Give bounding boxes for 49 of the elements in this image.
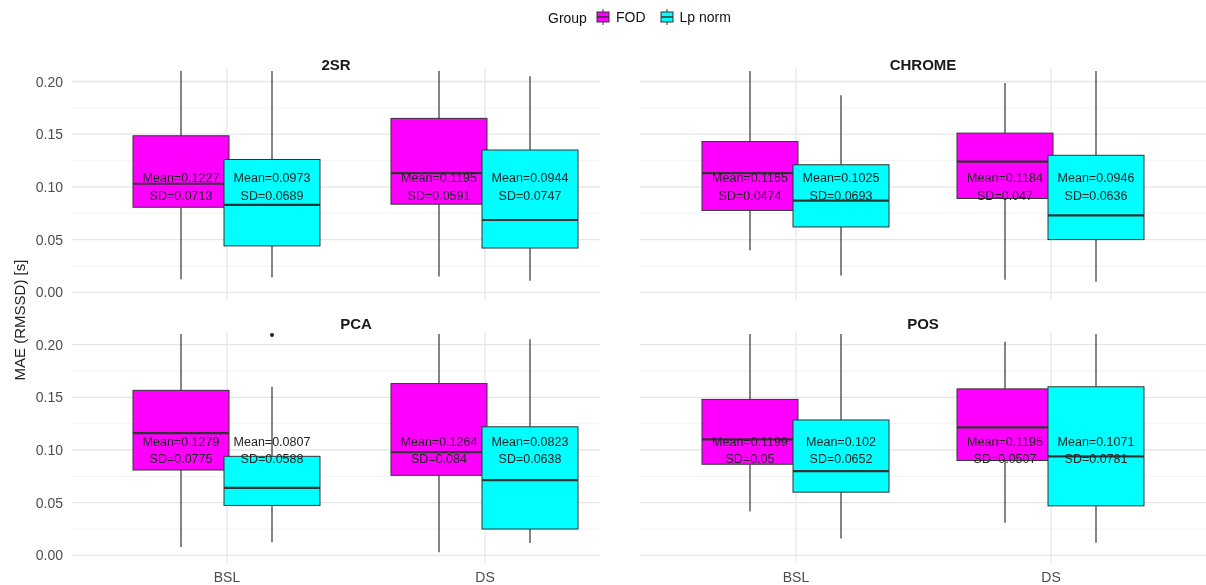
axis-category-label: BSL: [782, 570, 810, 584]
axis-tick-label: 0.15: [35, 127, 63, 142]
data-label: Mean=0.0946: [1057, 172, 1135, 185]
data-label: SD=0.0693: [809, 190, 873, 203]
axis-category-label: BSL: [213, 570, 241, 584]
data-label: Mean=0.102: [806, 435, 876, 448]
data-label: Mean=0.0973: [233, 172, 311, 185]
data-label: SD=0.084: [411, 453, 467, 466]
data-label: SD=0.0713: [149, 190, 213, 203]
data-label: Mean=0.1195: [401, 172, 477, 185]
data-label: SD=0.0775: [149, 453, 213, 466]
data-label: SD=0.0591: [407, 190, 471, 203]
data-label: Mean=0.1184: [967, 172, 1043, 185]
axis-category-label: DS: [475, 570, 495, 584]
axis-tick-label: 0.20: [35, 74, 63, 89]
axis-tick-label: 0.15: [35, 390, 63, 405]
data-label: Mean=0.1071: [1057, 435, 1135, 448]
axis-tick-label: 0.20: [35, 337, 63, 352]
data-label: Mean=0.0944: [491, 172, 569, 185]
data-label: SD=0.0638: [498, 453, 562, 466]
axis-tick-label: 0.00: [35, 285, 63, 300]
data-label: SD=0.0636: [1064, 190, 1128, 203]
legend-label: FOD: [616, 10, 646, 24]
data-label: Mean=0.1195: [967, 435, 1043, 448]
legend-label: Lp norm: [679, 10, 731, 24]
data-label: Mean=0.1227: [142, 172, 220, 185]
facet-title: 2SR: [321, 57, 351, 72]
data-label: SD=0.05: [725, 453, 775, 466]
data-label: Mean=0.0807: [233, 435, 311, 448]
axis-tick-label: 0.00: [35, 548, 63, 563]
data-label: SD=0.0689: [240, 190, 304, 203]
axis-title: MAE (RMSSD) [s]: [11, 259, 27, 381]
axis-category-label: DS: [1041, 570, 1061, 584]
facet-title: PCA: [340, 316, 372, 331]
data-label: SD=0.0747: [498, 190, 562, 203]
axis-tick-label: 0.05: [35, 495, 63, 510]
axis-tick-label: 0.10: [35, 179, 63, 194]
data-label: Mean=0.1279: [142, 435, 220, 448]
data-label: SD=0.0474: [718, 190, 782, 203]
legend-title: Group: [548, 11, 587, 25]
data-label: Mean=0.1264: [400, 435, 478, 448]
data-label: SD=0.0652: [809, 453, 873, 466]
data-label: Mean=0.0823: [491, 435, 569, 448]
data-label: Mean=0.1165: [712, 172, 788, 185]
facet-title: CHROME: [889, 57, 957, 72]
data-label: Mean=0.1025: [802, 172, 880, 185]
axis-tick-label: 0.05: [35, 232, 63, 247]
axis-tick-label: 0.10: [35, 443, 63, 457]
facet-title: POS: [907, 316, 939, 331]
